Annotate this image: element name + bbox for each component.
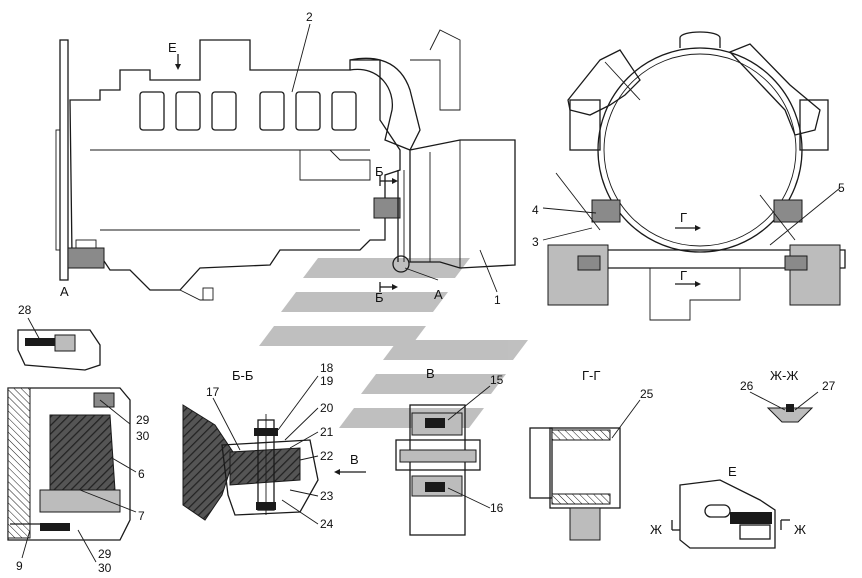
callout-1: 1: [494, 293, 501, 307]
detail-a-marker: А: [434, 287, 443, 302]
section-zh-zh: [766, 404, 814, 423]
callout-6: 6: [138, 467, 145, 481]
view-v-title: В: [426, 366, 435, 381]
callout-24: 24: [320, 517, 334, 531]
callout-28: 28: [18, 303, 32, 317]
section-gg-title: Г-Г: [582, 368, 600, 383]
section-g-g: [529, 427, 621, 541]
watermark-logo: [259, 258, 528, 428]
callout-16: 16: [490, 501, 504, 515]
end-view-engine: [547, 31, 846, 321]
cut-b-b-markers: [379, 176, 398, 292]
cut-g-g-markers: [675, 225, 701, 287]
section-b-b: [182, 404, 319, 521]
detail-a: [7, 329, 131, 541]
cylinder-ports: [139, 91, 357, 131]
callout-30-bottom: 30: [98, 561, 112, 575]
callout-18: 18: [320, 361, 334, 375]
callout-3: 3: [532, 235, 539, 249]
view-e-arrow: [175, 54, 181, 70]
callout-17: 17: [206, 385, 220, 399]
cut-g-label-top: Г: [680, 210, 687, 225]
cut-zh-right-label: Ж: [794, 522, 806, 537]
side-view-engine: [55, 29, 516, 301]
cut-zh-left-label: Ж: [650, 522, 662, 537]
callout-2: 2: [306, 10, 313, 24]
cut-g-label-bottom: Г: [680, 268, 687, 283]
view-e-marker: Е: [168, 40, 177, 55]
callout-5: 5: [838, 181, 845, 195]
callout-26: 26: [740, 379, 754, 393]
callout-27: 27: [822, 379, 836, 393]
detail-a-title: А: [60, 284, 69, 299]
leader-lines-main: [291, 23, 841, 293]
callout-21: 21: [320, 425, 334, 439]
view-e: [671, 479, 790, 549]
callout-23: 23: [320, 489, 334, 503]
cut-b-bottom-label: Б: [375, 290, 384, 305]
callout-7: 7: [138, 509, 145, 523]
callout-29-bottom: 29: [98, 547, 112, 561]
callout-29-top: 29: [136, 413, 150, 427]
callout-19: 19: [320, 374, 334, 388]
view-v-arrow-label: В: [350, 452, 359, 467]
callout-9: 9: [16, 559, 23, 573]
callout-4: 4: [532, 203, 539, 217]
section-zhzh-title: Ж-Ж: [770, 368, 798, 383]
callout-22: 22: [320, 449, 334, 463]
callout-15: 15: [490, 373, 504, 387]
leader-lines-details: [21, 317, 819, 563]
view-v-arrow: [334, 469, 366, 475]
callout-20: 20: [320, 401, 334, 415]
view-e-title: Е: [728, 464, 737, 479]
callout-30-top: 30: [136, 429, 150, 443]
detail-a-circle: [392, 255, 410, 273]
section-bb-title: Б-Б: [232, 368, 253, 383]
callout-25: 25: [640, 387, 654, 401]
cut-b-top-label: Б: [375, 164, 384, 179]
